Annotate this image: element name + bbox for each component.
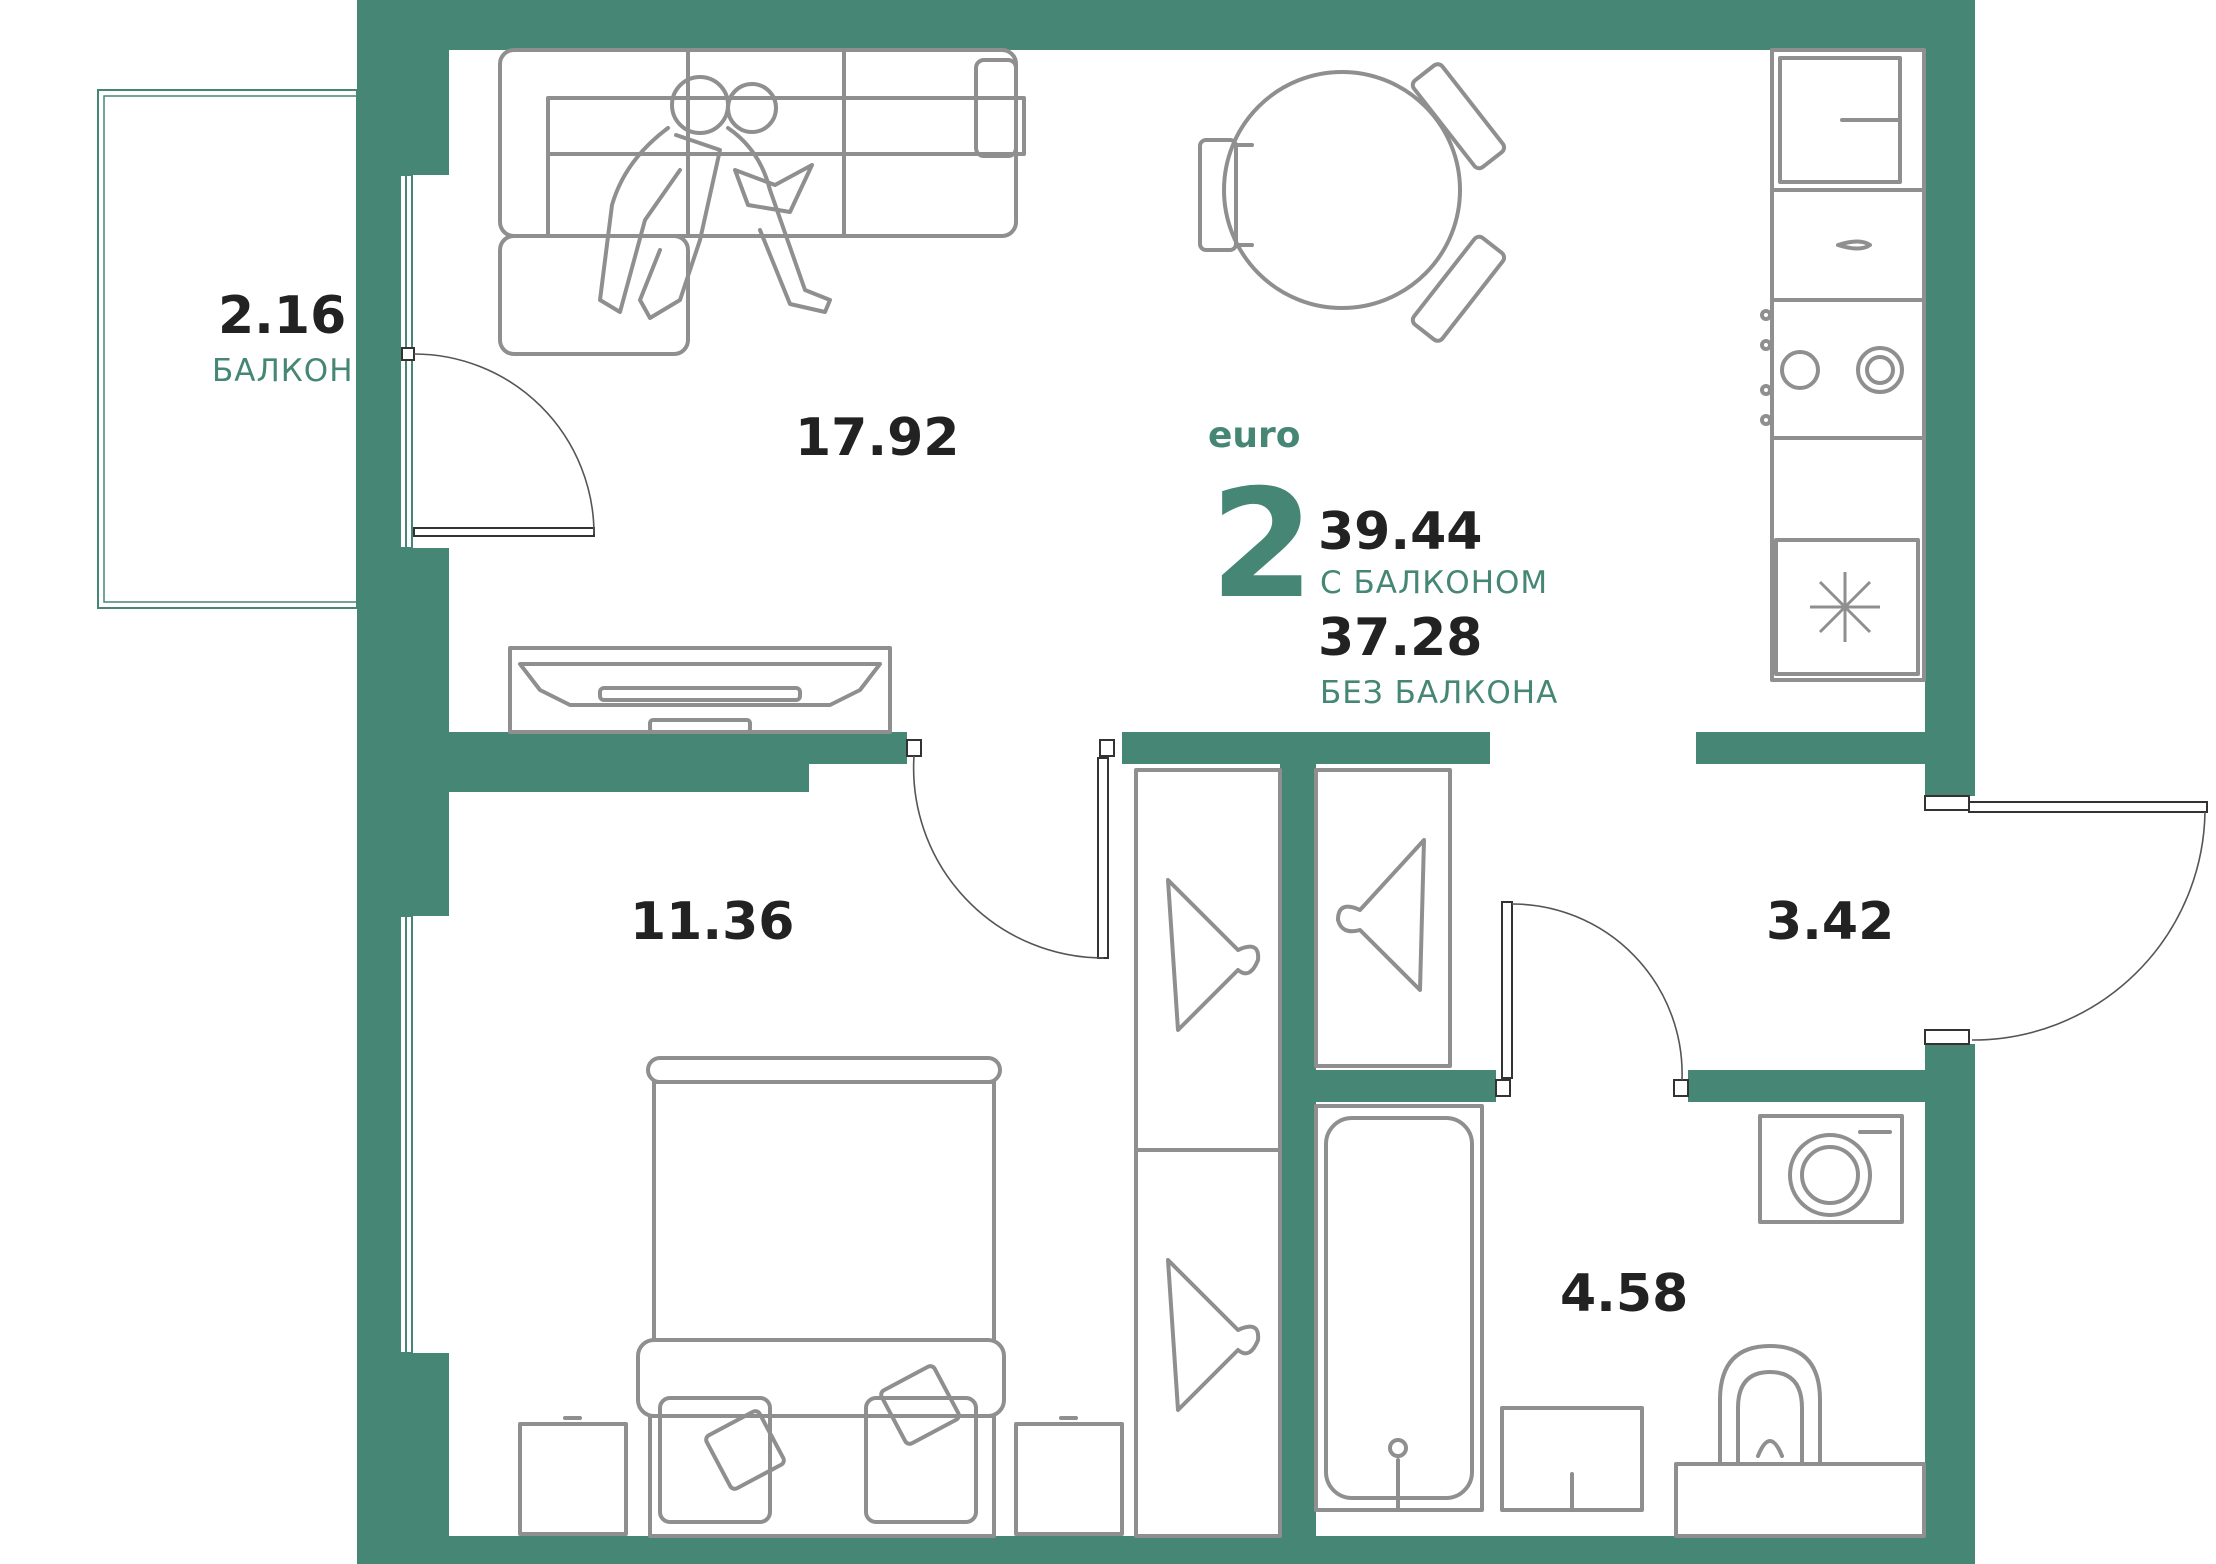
room-count: 2 bbox=[1210, 458, 1315, 632]
fridge-icon bbox=[1774, 538, 1920, 676]
sink-icon bbox=[1500, 1406, 1644, 1512]
wall-living-bedroom-b bbox=[449, 764, 809, 792]
hallway-area: 3.42 bbox=[1766, 892, 1895, 952]
without-balcony-caption: БЕЗ БАЛКОНА bbox=[1320, 675, 1559, 711]
wall-living-bedroom-a bbox=[449, 732, 907, 764]
dining-table-icon bbox=[1198, 62, 1507, 343]
hanger-icon bbox=[1166, 838, 1426, 1412]
wall-bedroom-bath bbox=[1280, 764, 1316, 1536]
washing-machine-icon bbox=[1758, 1114, 1904, 1224]
living-kitchen-area: 17.92 bbox=[795, 408, 960, 468]
bed-icon bbox=[636, 1056, 1006, 1538]
wardrobe-icon bbox=[1134, 768, 1452, 1538]
nightstand-icon bbox=[518, 1416, 1124, 1536]
wall-left-1 bbox=[357, 0, 449, 175]
wall-left-thin-1 bbox=[357, 175, 407, 548]
wall-right-lower bbox=[1925, 1044, 1975, 1564]
doors bbox=[401, 347, 2208, 1097]
pillow-icon bbox=[658, 1364, 978, 1524]
wall-living-kitchen-stub bbox=[1696, 732, 1925, 764]
balcony-name: БАЛКОН bbox=[212, 353, 354, 389]
total-area-without-balcony: 37.28 bbox=[1318, 608, 1483, 668]
balcony-area: 2.16 bbox=[218, 286, 347, 346]
wall-left-3 bbox=[357, 1353, 449, 1564]
wall-top bbox=[357, 0, 1975, 50]
wall-living-hall bbox=[1122, 732, 1490, 764]
apartment-class-label: euro bbox=[1208, 415, 1301, 456]
wall-bath-hall-right bbox=[1688, 1070, 1925, 1102]
total-area-with-balcony: 39.44 bbox=[1318, 502, 1483, 562]
bedroom-area: 11.36 bbox=[630, 892, 795, 952]
wall-left-2 bbox=[357, 548, 449, 916]
bathroom-area: 4.58 bbox=[1560, 1264, 1689, 1324]
people-icon bbox=[598, 75, 832, 320]
wall-left-thin-2 bbox=[357, 916, 407, 1353]
sofa-icon bbox=[498, 48, 1026, 356]
walls bbox=[357, 0, 1975, 1564]
wall-bath-hall bbox=[1316, 1070, 1496, 1102]
balcony-outline bbox=[97, 89, 358, 609]
tv-icon bbox=[508, 646, 892, 734]
bathtub-icon bbox=[1314, 1104, 1484, 1512]
toilet-icon bbox=[1674, 1344, 1926, 1538]
wall-right bbox=[1925, 0, 1975, 796]
kitchen-unit-icon bbox=[1770, 48, 1926, 682]
with-balcony-caption: С БАЛКОНОМ bbox=[1320, 565, 1549, 601]
wall-bottom bbox=[357, 1536, 1975, 1564]
windows bbox=[97, 89, 413, 1354]
stove-icon bbox=[1760, 309, 1926, 440]
